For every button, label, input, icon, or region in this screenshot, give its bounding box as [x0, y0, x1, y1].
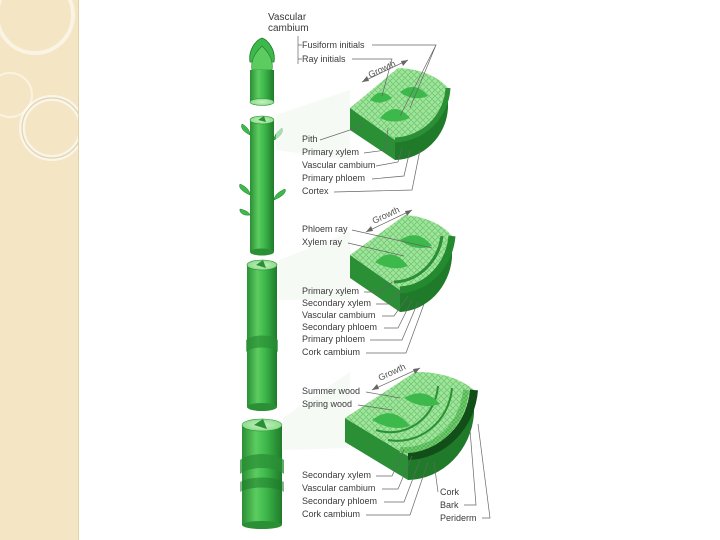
- stem-segment-secondary: [246, 259, 278, 411]
- cross-section-secondary: [350, 215, 456, 312]
- vascular-cambium-heading-2: cambium: [268, 23, 309, 34]
- panel2-label-cork-cambium: Cork cambium: [302, 347, 360, 357]
- panel2-label-primary-phloem: Primary phloem: [302, 334, 365, 344]
- growth-arrow-1: [361, 59, 409, 83]
- ray-initials-label: Ray initials: [302, 54, 346, 64]
- panel1-label-vascular-cambium: Vascular cambium: [302, 160, 375, 170]
- panel3-label-secondary-phloem: Secondary phloem: [302, 496, 377, 506]
- growth-label-3: Growth: [377, 361, 408, 382]
- bark-label: Bark: [440, 500, 459, 510]
- cork-label: Cork: [440, 487, 460, 497]
- vascular-cambium-heading-1: Vascular: [268, 12, 307, 23]
- stem-segment-bud: [249, 37, 275, 106]
- fusiform-initials-label: Fusiform initials: [302, 40, 365, 50]
- panel3-label-cork-cambium: Cork cambium: [302, 509, 360, 519]
- panel3-label-vascular-cambium: Vascular cambium: [302, 483, 375, 493]
- decorative-sidebar: [0, 0, 79, 540]
- panel2-label-secondary-phloem: Secondary phloem: [302, 322, 377, 332]
- summer-wood-label: Summer wood: [302, 386, 360, 396]
- phloem-ray-label: Phloem ray: [302, 224, 348, 234]
- growth-arrow-2: [365, 209, 413, 233]
- stem-segment-primary: [239, 115, 286, 256]
- panel1-label-primary-xylem: Primary xylem: [302, 147, 359, 157]
- cross-section-mature: [345, 371, 478, 480]
- decorative-circles: [0, 0, 78, 161]
- panel2-label-vascular-cambium: Vascular cambium: [302, 310, 375, 320]
- periderm-label: Periderm: [440, 513, 477, 523]
- panel2-label-primary-xylem: Primary xylem: [302, 286, 359, 296]
- panel3-label-secondary-xylem: Secondary xylem: [302, 470, 371, 480]
- growth-arrow-3: [371, 367, 421, 391]
- spring-wood-label: Spring wood: [302, 399, 352, 409]
- panel1-label-primary-phloem: Primary phloem: [302, 173, 365, 183]
- panel2-label-secondary-xylem: Secondary xylem: [302, 298, 371, 308]
- stem-segment-bark: [240, 418, 284, 529]
- panel1-label-cortex: Cortex: [302, 186, 329, 196]
- xylem-ray-label: Xylem ray: [302, 237, 343, 247]
- panel1-label-pith: Pith: [302, 134, 318, 144]
- cross-section-primary: [350, 68, 451, 160]
